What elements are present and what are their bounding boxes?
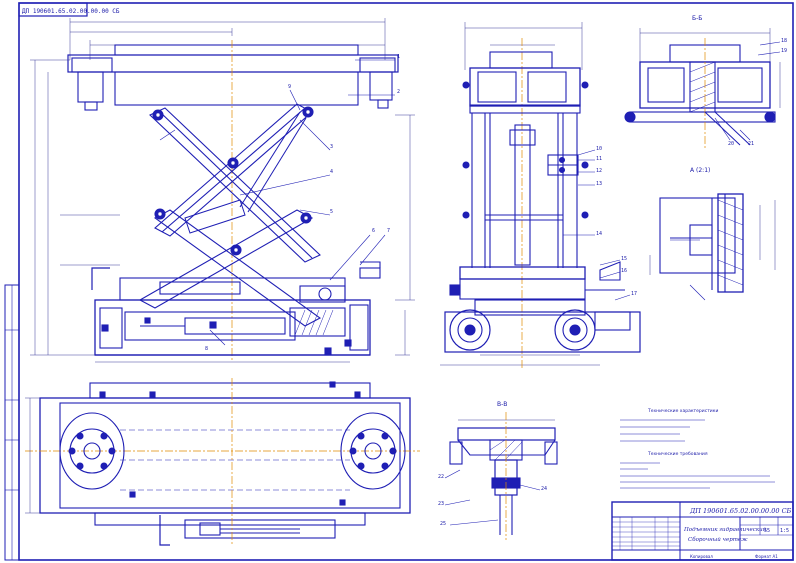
svg-text:24: 24 bbox=[541, 486, 547, 492]
svg-text:21: 21 bbox=[748, 141, 754, 147]
title-name-line1: Подъемник гидравлический bbox=[683, 527, 767, 533]
title-block: ДП 190601.65.02.00.00.00 СБ Подъемник ги… bbox=[611, 501, 794, 561]
svg-text:15: 15 bbox=[621, 256, 627, 262]
scissor-arms bbox=[138, 103, 322, 327]
title-mass: 55 bbox=[764, 528, 770, 534]
title-format: Формат А1 bbox=[755, 554, 778, 559]
svg-text:9: 9 bbox=[288, 84, 291, 90]
svg-text:1: 1 bbox=[397, 54, 400, 60]
section-v-view: В-В 22 23 24 25 bbox=[438, 401, 558, 540]
svg-text:7: 7 bbox=[387, 228, 390, 234]
side-callouts: 10 11 12 13 14 15 16 17 bbox=[596, 146, 637, 297]
svg-text:20: 20 bbox=[728, 141, 734, 147]
tech-characteristics-lines bbox=[620, 419, 705, 442]
svg-text:11: 11 bbox=[596, 156, 602, 162]
svg-text:16: 16 bbox=[621, 268, 627, 274]
svg-text:25: 25 bbox=[440, 521, 446, 527]
front-top-dimensions bbox=[69, 18, 386, 60]
svg-text:22: 22 bbox=[438, 474, 444, 480]
title-copied: Копировал bbox=[690, 554, 713, 559]
front-callouts: 1 2 3 4 5 6 7 8 9 bbox=[205, 54, 400, 352]
title-name-line2: Сборочный чертеж bbox=[688, 536, 748, 543]
top-stamp: ДП 190601.65.02.00.00.00 СБ bbox=[18, 2, 120, 17]
tech-requirements-title: Технические требования bbox=[647, 451, 708, 457]
front-leader-lines bbox=[159, 59, 395, 346]
plan-view bbox=[25, 378, 420, 546]
svg-text:19: 19 bbox=[781, 48, 787, 54]
section-b-callouts: 18 19 20 21 bbox=[728, 38, 787, 147]
title-doc-code: ДП 190601.65.02.00.00.00 СБ bbox=[689, 507, 792, 515]
svg-text:2: 2 bbox=[397, 89, 400, 95]
side-view: 10 11 12 13 14 15 16 17 bbox=[440, 22, 641, 370]
tech-requirements-lines bbox=[620, 462, 775, 489]
top-stamp-code: ДП 190601.65.02.00.00.00 СБ bbox=[22, 8, 120, 15]
svg-text:13: 13 bbox=[596, 181, 602, 187]
section-b-label: Б-Б bbox=[692, 15, 702, 22]
svg-text:6: 6 bbox=[372, 228, 375, 234]
front-hydraulic-cylinder bbox=[184, 111, 307, 234]
svg-text:10: 10 bbox=[596, 146, 602, 152]
svg-text:14: 14 bbox=[596, 231, 602, 237]
section-b-view: Б-Б 18 bbox=[624, 15, 787, 150]
svg-text:4: 4 bbox=[330, 169, 333, 175]
svg-text:5: 5 bbox=[330, 209, 333, 215]
svg-text:12: 12 bbox=[596, 168, 602, 174]
view-a: А (2:1) bbox=[649, 167, 776, 301]
sheet-frame bbox=[4, 2, 794, 561]
plan-right-flange bbox=[340, 412, 406, 490]
plan-left-flange bbox=[59, 412, 125, 490]
svg-text:18: 18 bbox=[781, 38, 787, 44]
section-v-callouts: 22 23 24 25 bbox=[438, 474, 547, 527]
title-scale: 1:5 bbox=[780, 528, 789, 534]
svg-text:8: 8 bbox=[205, 346, 208, 352]
tech-characteristics-title: Технические характеристики bbox=[647, 408, 718, 414]
svg-text:3: 3 bbox=[330, 144, 333, 150]
front-view: 1 2 3 4 5 6 7 8 9 bbox=[30, 18, 415, 363]
svg-text:17: 17 bbox=[631, 291, 637, 297]
technical-notes: Технические характеристики Технические т… bbox=[620, 408, 775, 489]
svg-text:23: 23 bbox=[438, 501, 444, 507]
view-a-label: А (2:1) bbox=[690, 167, 710, 174]
section-v-label: В-В bbox=[497, 401, 507, 408]
